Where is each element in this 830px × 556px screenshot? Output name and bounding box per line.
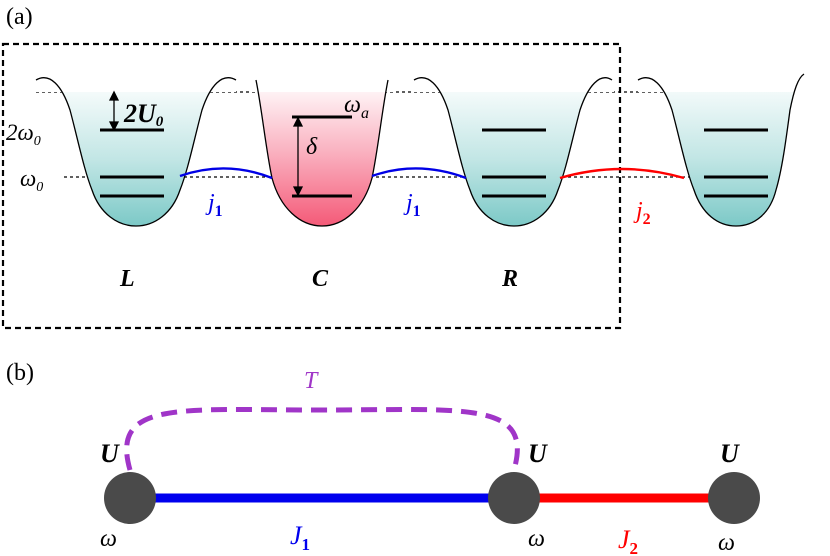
- interaction-label: 2U0: [123, 99, 164, 130]
- node-right-u-label: U: [720, 439, 740, 468]
- two-omega0-label: 2ω0: [6, 120, 41, 149]
- well-left: [35, 60, 237, 227]
- node-left: [104, 472, 156, 524]
- node-middle: [488, 472, 540, 524]
- coupling-j1-right-label: j1: [403, 190, 421, 220]
- bond-j1-label: J1: [290, 521, 310, 554]
- node-middle-u-label: U: [528, 439, 548, 468]
- tunneling-arc: [124, 407, 520, 471]
- well-center: [250, 60, 396, 227]
- panel-a-label: (a): [6, 4, 33, 30]
- omega-a-label: ωa: [344, 92, 369, 122]
- interaction-arrow: [108, 90, 120, 132]
- well-outer: [637, 60, 810, 227]
- coupling-j2-label: j2: [633, 198, 651, 228]
- detuning-label: δ: [306, 134, 318, 160]
- node-middle-omega-label: ω: [528, 526, 545, 552]
- omega0-label: ω0: [20, 166, 43, 195]
- detuning-arrow: [292, 116, 304, 197]
- node-right-omega-label: ω: [718, 530, 735, 556]
- levels: [100, 115, 768, 198]
- node-left-u-label: U: [100, 439, 120, 468]
- bond-j2-label: J2: [618, 525, 638, 556]
- well-label-left: L: [119, 266, 135, 292]
- node-right: [708, 472, 760, 524]
- well-label-center: C: [312, 266, 329, 292]
- lcr-box: [1, 42, 622, 330]
- node-left-omega-label: ω: [100, 526, 117, 552]
- coupling-j1-right-curve: [371, 167, 467, 180]
- tunneling-label: T: [304, 368, 319, 394]
- well-label-right: R: [501, 266, 518, 292]
- panel-b-label: (b): [6, 360, 34, 386]
- coupling-j1-left-curve: [179, 167, 273, 180]
- coupling-j2-curve: [559, 167, 685, 180]
- coupling-j1-left-label: j1: [205, 190, 223, 220]
- well-right: [413, 60, 614, 227]
